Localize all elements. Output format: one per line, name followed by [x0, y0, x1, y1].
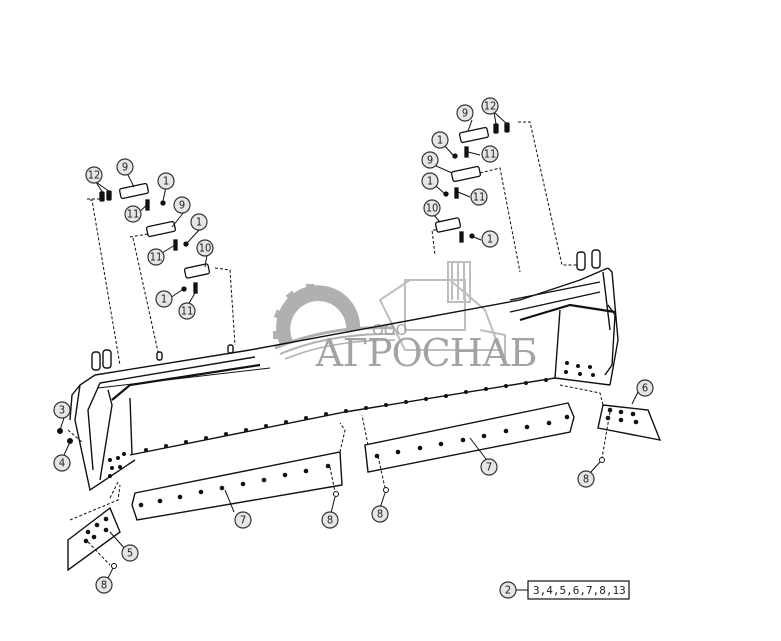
svg-text:8: 8	[583, 473, 589, 486]
kit-contents-box	[527, 580, 630, 600]
callout-9[interactable]: 9	[173, 196, 191, 214]
callout-1[interactable]: 1	[431, 131, 449, 149]
svg-text:1: 1	[437, 134, 443, 147]
callout-3[interactable]: 3	[53, 401, 71, 419]
callout-10[interactable]: 10	[423, 199, 441, 217]
callout-9[interactable]: 9	[456, 104, 474, 122]
kit-callout: 2 3,4,5,6,7,8,13	[499, 580, 630, 600]
svg-text:8: 8	[327, 514, 333, 527]
callout-11[interactable]: 11	[178, 302, 196, 320]
svg-text:4: 4	[59, 457, 65, 470]
assembly-lines	[67, 121, 611, 566]
callout-11[interactable]: 11	[147, 248, 165, 266]
svg-text:12: 12	[484, 100, 497, 113]
callout-1[interactable]: 1	[481, 230, 499, 248]
svg-text:12: 12	[88, 169, 101, 182]
svg-text:10: 10	[199, 242, 212, 255]
callout-12[interactable]: 12	[481, 97, 499, 115]
svg-text:8: 8	[101, 579, 107, 592]
leader-lines	[59, 111, 641, 581]
end-bit-right	[597, 404, 662, 441]
svg-text:6: 6	[642, 382, 648, 395]
callout-12[interactable]: 12	[85, 166, 103, 184]
callout-1[interactable]: 1	[190, 213, 208, 231]
callout-8[interactable]: 8	[371, 505, 389, 523]
gear-icon	[273, 284, 361, 345]
callout-4[interactable]: 4	[53, 454, 71, 472]
callout-8[interactable]: 8	[95, 576, 113, 594]
callout-10[interactable]: 10	[196, 239, 214, 257]
callout-11[interactable]: 11	[470, 188, 488, 206]
svg-text:9: 9	[179, 199, 185, 212]
cutting-edge-right	[364, 402, 575, 473]
svg-text:1: 1	[427, 175, 433, 188]
callout-6[interactable]: 6	[636, 379, 654, 397]
pin-9-left-b	[145, 220, 177, 238]
small-bolts	[57, 428, 605, 569]
svg-text:1: 1	[161, 293, 167, 306]
svg-text:11: 11	[181, 305, 194, 318]
svg-text:11: 11	[473, 191, 486, 204]
pin-9-right-a	[458, 126, 490, 144]
svg-text:7: 7	[240, 514, 246, 527]
callout-9[interactable]: 9	[421, 151, 439, 169]
callout-9[interactable]: 9	[116, 158, 134, 176]
watermark-logo: ООО АГРОСНАБ	[273, 261, 538, 375]
pin-9-left-a	[118, 182, 150, 200]
svg-text:10: 10	[426, 202, 439, 215]
callout-1[interactable]: 1	[155, 290, 173, 308]
svg-text:11: 11	[484, 148, 497, 161]
svg-text:9: 9	[462, 107, 468, 120]
left-pin-hardware	[99, 182, 211, 294]
pin-9-right-b	[450, 165, 482, 183]
callout-11[interactable]: 11	[124, 205, 142, 223]
end-bit-left	[67, 506, 121, 572]
callout-8[interactable]: 8	[321, 511, 339, 529]
svg-text:3: 3	[59, 404, 65, 417]
cutting-edge-left	[131, 451, 343, 521]
callout-1[interactable]: 1	[421, 172, 439, 190]
kit-contents-text: 3,4,5,6,7,8,13	[533, 584, 626, 597]
callout-11[interactable]: 11	[481, 145, 499, 163]
right-pin-hardware	[434, 122, 510, 243]
svg-text:9: 9	[427, 154, 433, 167]
callouts: 12 9 1 11 9 1 11 10 1 11 9 12 1 11 9 1 1…	[53, 97, 654, 594]
blade-body	[69, 249, 619, 492]
callout-8[interactable]: 8	[577, 470, 595, 488]
blade-bolt-holes	[108, 361, 595, 478]
callout-1[interactable]: 1	[157, 172, 175, 190]
callout-2[interactable]: 2	[499, 581, 517, 599]
svg-text:1: 1	[163, 175, 169, 188]
svg-text:8: 8	[377, 508, 383, 521]
callout-7[interactable]: 7	[234, 511, 252, 529]
svg-text:11: 11	[127, 208, 140, 221]
svg-text:5: 5	[127, 547, 133, 560]
svg-text:2: 2	[505, 584, 511, 597]
callout-5[interactable]: 5	[121, 544, 139, 562]
svg-text:1: 1	[487, 233, 493, 246]
svg-text:9: 9	[122, 161, 128, 174]
pin-10-left	[183, 263, 211, 279]
pin-10-right	[434, 217, 462, 233]
harvester-icon	[378, 261, 506, 365]
watermark-name: АГРОСНАБ	[315, 331, 537, 375]
svg-text:11: 11	[150, 251, 163, 264]
callout-7[interactable]: 7	[480, 458, 498, 476]
svg-text:1: 1	[196, 216, 202, 229]
svg-text:7: 7	[486, 461, 492, 474]
